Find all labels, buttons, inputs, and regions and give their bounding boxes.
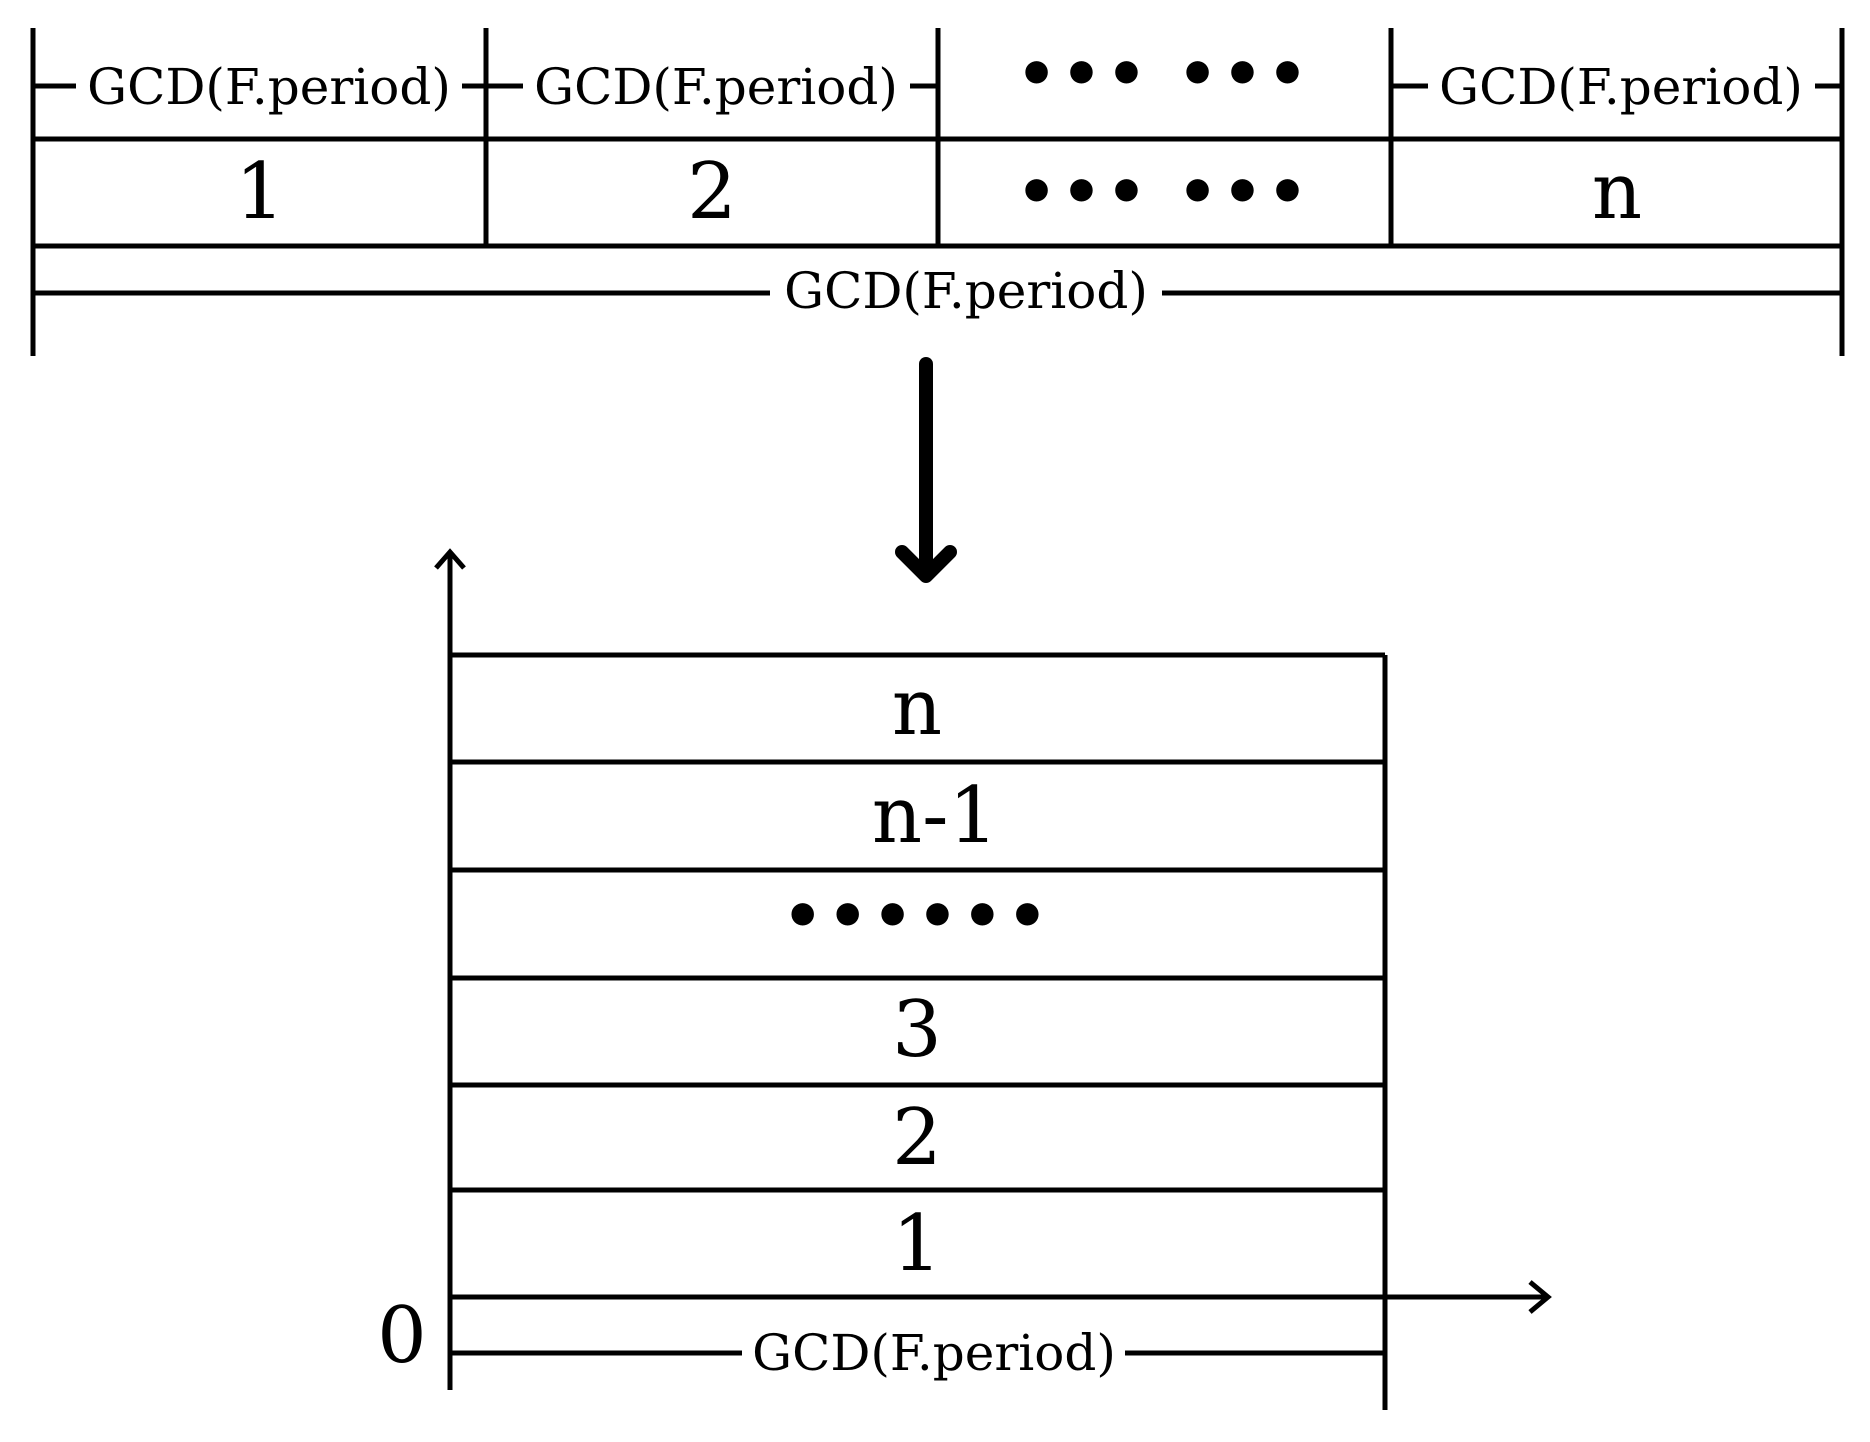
segment-label-ellipsis: ••• ••• xyxy=(1016,37,1312,112)
segment-label-2: GCD(F.period) xyxy=(534,58,898,116)
x-axis-arrowhead xyxy=(1528,1280,1552,1314)
stack-row-2: 2 xyxy=(892,1093,942,1183)
stack-row-n: n xyxy=(892,663,942,753)
stack-diagram xyxy=(434,548,1552,1410)
segment-number-2: 2 xyxy=(687,147,737,237)
segment-number-n: n xyxy=(1592,147,1642,237)
segment-number-1: 1 xyxy=(235,147,285,237)
origin-label: 0 xyxy=(377,1291,427,1381)
stack-row-ellipsis: •••••• xyxy=(782,879,1051,954)
stack-row-3: 3 xyxy=(892,985,942,1075)
stack-row-n-minus-1: n-1 xyxy=(872,771,998,861)
total-period-label: GCD(F.period) xyxy=(784,262,1148,320)
segment-label-n: GCD(F.period) xyxy=(1439,58,1803,116)
stack-width-label: GCD(F.period) xyxy=(752,1324,1116,1382)
top-period-strip xyxy=(30,28,1845,356)
down-arrow xyxy=(895,357,957,583)
segment-label-1: GCD(F.period) xyxy=(87,58,451,116)
segment-number-ellipsis: ••• ••• xyxy=(1016,155,1312,230)
stack-row-1: 1 xyxy=(892,1199,942,1289)
y-axis-arrowhead xyxy=(434,548,466,570)
